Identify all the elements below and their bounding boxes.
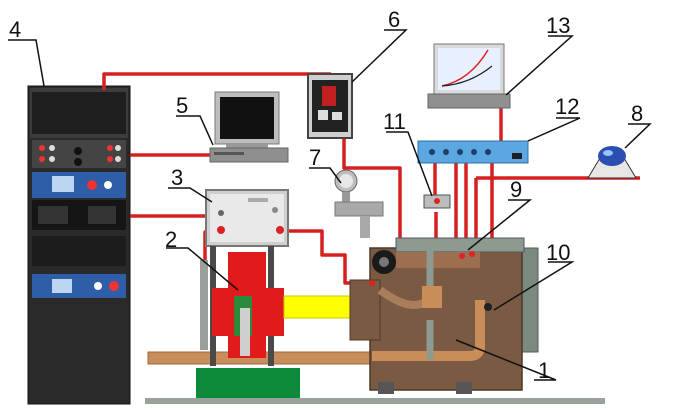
label-12: 12 <box>555 94 579 119</box>
drive-shaft <box>283 295 353 319</box>
label-10: 10 <box>546 240 570 265</box>
label-11: 11 <box>383 109 406 134</box>
sensor-icon <box>587 146 637 179</box>
dyno-brake <box>147 246 409 398</box>
callout-labels: 1 2 3 4 5 6 7 8 9 10 11 12 13 <box>9 7 643 383</box>
monitor-icon <box>209 91 289 163</box>
label-5: 5 <box>176 93 188 118</box>
controller-box <box>307 73 353 139</box>
label-1: 1 <box>538 358 550 383</box>
label-6: 6 <box>388 7 400 32</box>
label-9: 9 <box>510 177 522 202</box>
label-3: 3 <box>171 165 183 190</box>
floor-line <box>145 398 605 404</box>
label-4: 4 <box>9 17 21 42</box>
label-2: 2 <box>165 227 177 252</box>
engine <box>349 237 539 394</box>
sensor-box-11 <box>423 194 451 209</box>
label-13: 13 <box>546 13 570 38</box>
control-panel <box>205 189 289 247</box>
plot-curve-icon <box>427 43 511 109</box>
control-rack <box>27 85 131 405</box>
leader-lines <box>8 29 652 381</box>
flowmeter-icon <box>334 169 384 238</box>
measurement-module <box>417 140 529 164</box>
label-7: 7 <box>309 145 321 170</box>
label-8: 8 <box>631 101 643 126</box>
